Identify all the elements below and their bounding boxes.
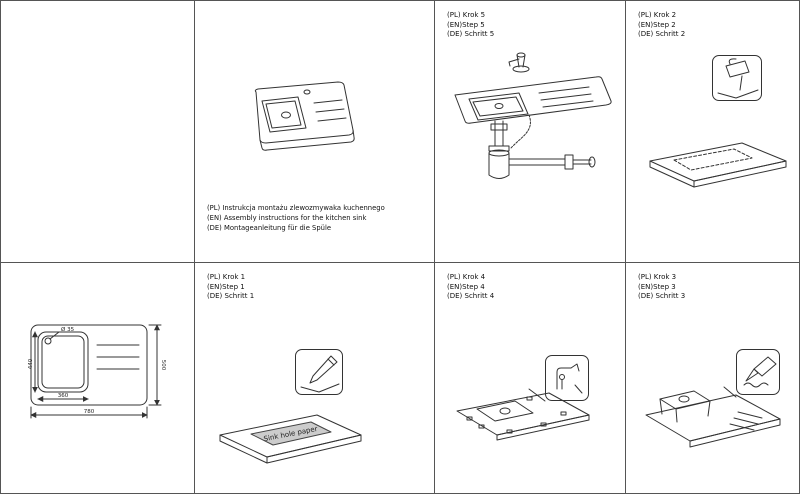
step3-label-pl: (PL) Krok 3 [638,273,677,281]
step3-label: (PL) Krok 3 (EN)Step 3 (DE) Schritt 3 [638,273,685,302]
title-line-pl: (PL) Instrukcja montażu zlewozmywaka kuc… [207,204,385,212]
dim-overall-width: 780 [84,409,95,415]
step5-label-en: (EN)Step 5 [447,20,485,29]
step5-label-pl: (PL) Krok 5 [447,11,486,19]
step3-label-en: (EN)Step 3 [638,282,676,291]
step5-label: (PL) Krok 5 (EN)Step 5 (DE) Schritt 5 [447,11,494,40]
worktop-template-drawing: Sink hole paper [219,414,362,464]
sealant-callout-box [736,349,780,395]
jigsaw-callout-box [712,55,762,101]
step1-label-de: (DE) Schritt 1 [207,292,255,300]
step1-label: (PL) Krok 1 (EN)Step 1 (DE) Schritt 1 [207,273,254,302]
clip-callout-box [545,355,589,401]
silicone-sealant-icon [743,356,777,388]
panel-step5: (PL) Krok 5 (EN)Step 5 (DE) Schritt 5 [435,1,626,263]
panel-title: (PL) Instrukcja montażu zlewozmywaka kuc… [195,1,435,263]
sink-overview-drawing [254,81,355,151]
step2-label: (PL) Krok 2 (EN)Step 2 (DE) Schritt 2 [638,11,685,40]
step2-label-de: (DE) Schritt 2 [638,30,686,38]
step4-label: (PL) Krok 4 (EN)Step 4 (DE) Schritt 4 [447,273,494,302]
title-line-en: (EN) Assembly instructions for the kitch… [207,214,367,222]
step5-label-de: (DE) Schritt 5 [447,30,495,38]
sink-sealing-drawing [645,386,781,448]
step4-label-de: (DE) Schritt 4 [447,292,495,300]
step4-label-en: (EN)Step 4 [447,282,485,291]
pencil-marking-icon [300,355,340,393]
dim-bowl-depth: 440 [28,358,34,369]
sink-dimension-drawing: Ø 35 360 440 780 500 [28,324,166,419]
dim-overall-depth: 500 [160,360,166,371]
mounting-clip-icon [556,363,583,394]
step3-label-de: (DE) Schritt 3 [638,292,686,300]
step4-label-pl: (PL) Krok 4 [447,273,486,281]
step1-label-en: (EN)Step 1 [207,282,245,291]
step1-label-pl: (PL) Krok 1 [207,273,246,281]
sink-underside-clips-drawing [456,388,590,441]
panel-dimensions: Ø 35 360 440 780 500 [1,263,195,493]
panel-step2: (PL) Krok 2 (EN)Step 2 (DE) Schritt 2 [626,1,799,263]
panel-step3: (PL) Krok 3 (EN)Step 3 (DE) Schritt 3 [626,263,799,493]
step2-label-pl: (PL) Krok 2 [638,11,677,19]
siphon-assembly-drawing [454,52,612,179]
marking-callout-box [295,349,343,395]
panel-blank [1,1,195,263]
jigsaw-icon [717,58,759,99]
dim-tap-hole: Ø 35 [61,326,75,333]
panel-step4: (PL) Krok 4 (EN)Step 4 (DE) Schritt 4 [435,263,626,493]
worktop-cutout-drawing [649,142,787,188]
title-block: (PL) Instrukcja montażu zlewozmywaka kuc… [207,203,385,233]
title-line-de: (DE) Montageanleitung für die Spüle [207,224,332,232]
step2-label-en: (EN)Step 2 [638,20,676,29]
panel-step1: (PL) Krok 1 (EN)Step 1 (DE) Schritt 1 Si… [195,263,435,493]
dim-bowl-width: 360 [58,393,69,399]
